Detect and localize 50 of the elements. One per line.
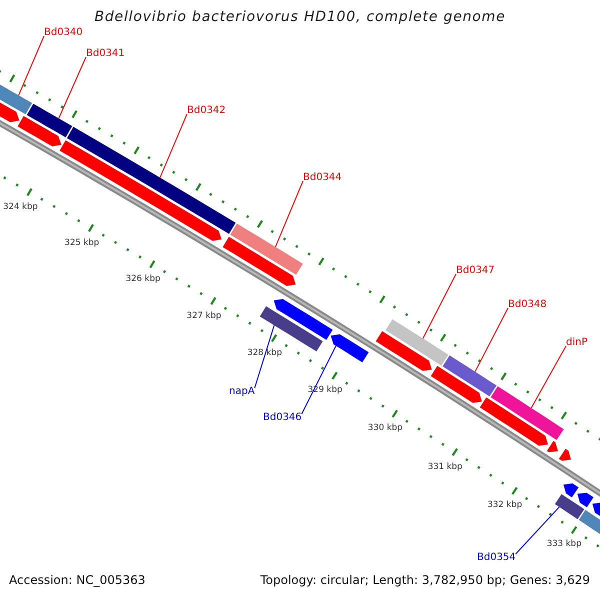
scale-label: 330 kbp: [368, 424, 403, 434]
title: Bdellovibrio bacteriovorus HD100, complete genome: [93, 10, 507, 26]
scale-label: 332 kbp: [487, 501, 522, 511]
leader-line: [474, 308, 508, 372]
scale-label: 326 kbp: [126, 275, 160, 284]
gene-label: Bd0347: [456, 265, 495, 276]
gene-label: Bd0354: [477, 552, 516, 563]
gene-feature: [563, 483, 579, 498]
gene-feature: [274, 299, 333, 340]
gene-bar: [66, 126, 236, 234]
gene-feature: [430, 366, 482, 403]
gene-bar: [442, 355, 497, 396]
gene-bar: [26, 104, 72, 138]
scale-label: 331 kbp: [428, 462, 462, 472]
gene-feature: [577, 492, 594, 508]
gene-feature: [592, 502, 600, 516]
gene-label: napA: [229, 386, 255, 397]
leader-line: [515, 506, 560, 554]
scale-label: 333 kbp: [546, 540, 582, 550]
leader-line: [160, 114, 188, 178]
gene-label: dinP: [566, 337, 588, 348]
gene-bar: [230, 224, 303, 275]
scale-label: 327 kbp: [186, 312, 222, 322]
gene-feature: [376, 331, 432, 371]
gene-label: Bd0341: [86, 48, 125, 59]
gene-label: Bd0342: [187, 105, 226, 116]
leader-line: [301, 345, 336, 414]
gene-feature: [546, 440, 558, 452]
scale-label: 328 kbp: [247, 348, 282, 358]
gene-bar: [554, 494, 584, 520]
accession-note: Accession: NC_005363: [9, 574, 146, 588]
gene-label: Bd0346: [263, 412, 302, 423]
gene-feature: [330, 334, 369, 362]
gene-label: Bd0340: [44, 27, 83, 38]
leader-line: [422, 274, 456, 339]
leader-line: [254, 324, 275, 388]
leader-line: [274, 180, 304, 248]
gene-feature: [222, 236, 296, 286]
scale-label: 324 kbp: [3, 203, 38, 212]
scale-label: 325 kbp: [64, 238, 100, 248]
gene-feature: [18, 116, 62, 146]
gene-bar: [386, 319, 448, 366]
gene-bar: [490, 386, 564, 440]
genome-summary: Topology: circular; Length: 3,782,950 bp; Genes: 3,629: [260, 574, 590, 588]
gene-label: Bd0344: [303, 172, 342, 183]
gene-feature: [558, 448, 571, 461]
leader-line: [58, 56, 86, 119]
gene-label: Bd0348: [508, 299, 547, 310]
leader-line: [18, 36, 44, 96]
gene-feature: [480, 397, 548, 446]
